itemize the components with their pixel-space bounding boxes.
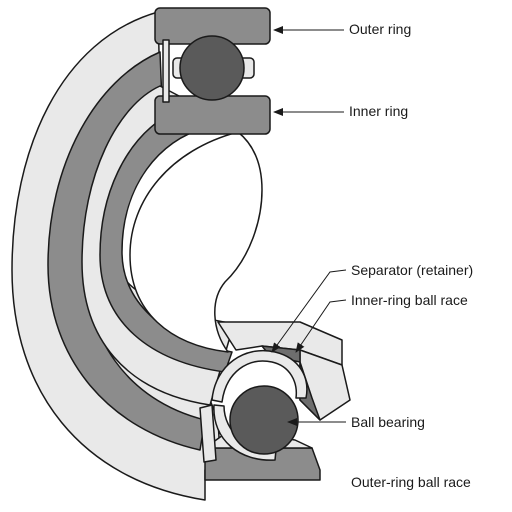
callout-leaders (271, 26, 347, 426)
inner-ring-shoulder (99, 114, 233, 373)
top-ball (179, 35, 245, 101)
separator-leader (271, 269, 347, 353)
top-shield-plate (162, 39, 170, 103)
label-ball-bearing: Ball bearing (351, 414, 425, 430)
bottom-ball (229, 385, 299, 455)
inner-race-leader (295, 299, 347, 353)
label-separator: Separator (retainer) (351, 262, 474, 278)
separator-retainer (211, 350, 308, 403)
label-inner-ring-ball-race: Inner-ring ball race (351, 292, 468, 308)
label-outer-ring: Outer ring (349, 21, 412, 37)
bottom-shield-plate (199, 404, 217, 463)
top-inner-ring-section (154, 95, 271, 135)
label-outer-ring-ball-race: Outer-ring ball race (351, 474, 471, 490)
label-inner-ring: Inner ring (349, 103, 409, 119)
bearing-body (11, 7, 351, 501)
inner-bore (129, 131, 263, 353)
